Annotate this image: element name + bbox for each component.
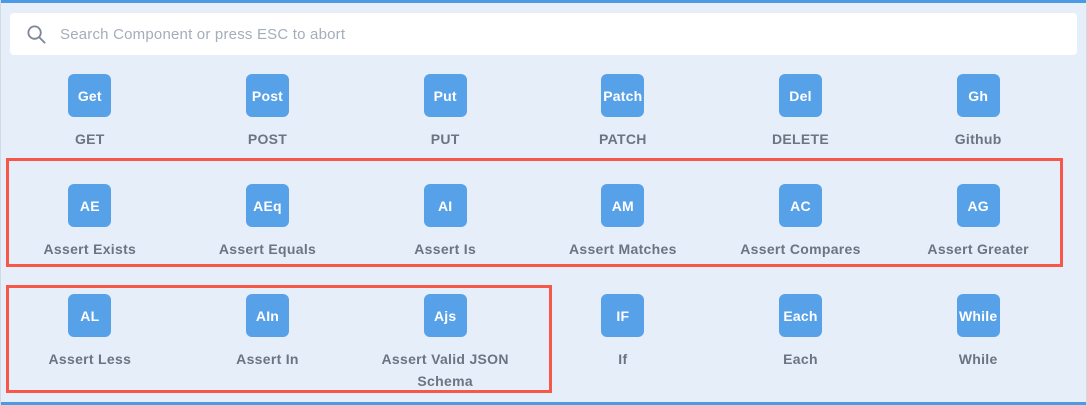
component-tile-put[interactable]: Put bbox=[423, 74, 467, 117]
component-item-assert-equals[interactable]: AEq Assert Equals bbox=[179, 184, 357, 294]
component-tile-assert-in[interactable]: AIn bbox=[245, 294, 289, 337]
component-tile-assert-less[interactable]: AL bbox=[68, 294, 112, 337]
component-tile-assert-compares[interactable]: AC bbox=[778, 184, 822, 227]
component-item-delete[interactable]: Del DELETE bbox=[712, 74, 890, 184]
component-tile-if[interactable]: IF bbox=[601, 294, 645, 337]
top-edge-line bbox=[1, 0, 1086, 3]
component-label: Assert Greater bbox=[927, 241, 1029, 257]
component-item-put[interactable]: Put PUT bbox=[356, 74, 534, 184]
component-label: PATCH bbox=[599, 131, 647, 147]
component-item-while[interactable]: While While bbox=[889, 294, 1067, 404]
component-item-assert-greater[interactable]: AG Assert Greater bbox=[889, 184, 1067, 294]
component-label: Assert Equals bbox=[218, 241, 317, 257]
component-item-assert-matches[interactable]: AM Assert Matches bbox=[534, 184, 712, 294]
component-label: Assert Valid JSON Schema bbox=[381, 351, 509, 390]
component-label: If bbox=[618, 351, 628, 367]
component-tile-assert-is[interactable]: AI bbox=[423, 184, 467, 227]
component-label: DELETE bbox=[771, 131, 829, 147]
component-label: While bbox=[958, 351, 998, 367]
component-label: POST bbox=[247, 131, 288, 147]
search-icon bbox=[27, 25, 46, 44]
component-item-if[interactable]: IF If bbox=[534, 294, 712, 404]
component-label: Each bbox=[783, 351, 818, 367]
component-label: Github bbox=[954, 131, 1002, 147]
component-tile-assert-exists[interactable]: AE bbox=[68, 184, 112, 227]
component-tile-assert-greater[interactable]: AG bbox=[956, 184, 1000, 227]
component-label: Assert Less bbox=[48, 351, 132, 367]
component-item-patch[interactable]: Patch PATCH bbox=[534, 74, 712, 184]
component-tile-github[interactable]: Gh bbox=[956, 74, 1000, 117]
component-label: Assert Compares bbox=[740, 241, 861, 257]
component-tile-assert-equals[interactable]: AEq bbox=[245, 184, 289, 227]
component-tile-each[interactable]: Each bbox=[778, 294, 822, 337]
component-label: Assert Exists bbox=[43, 241, 137, 257]
search-input[interactable] bbox=[60, 25, 1061, 43]
component-item-each[interactable]: Each Each bbox=[712, 294, 890, 404]
component-item-post[interactable]: Post POST bbox=[179, 74, 357, 184]
component-tile-post[interactable]: Post bbox=[245, 74, 289, 117]
component-item-assert-is[interactable]: AI Assert Is bbox=[356, 184, 534, 294]
search-bar[interactable] bbox=[10, 13, 1077, 55]
component-item-assert-exists[interactable]: AE Assert Exists bbox=[1, 184, 179, 294]
component-label: Assert In bbox=[236, 351, 299, 367]
component-grid: Get GET Post POST Put PUT Patch PATCH De… bbox=[1, 74, 1067, 404]
component-label: PUT bbox=[430, 131, 460, 147]
component-label: GET bbox=[74, 131, 105, 147]
component-tile-assert-valid-json-schema[interactable]: Ajs bbox=[423, 294, 467, 337]
component-label: Assert Matches bbox=[568, 241, 677, 257]
component-item-assert-compares[interactable]: AC Assert Compares bbox=[712, 184, 890, 294]
component-item-assert-valid-json-schema[interactable]: Ajs Assert Valid JSON Schema bbox=[356, 294, 534, 404]
component-tile-delete[interactable]: Del bbox=[778, 74, 822, 117]
component-item-github[interactable]: Gh Github bbox=[889, 74, 1067, 184]
component-label: Assert Is bbox=[414, 241, 477, 257]
component-tile-while[interactable]: While bbox=[956, 294, 1000, 337]
component-tile-get[interactable]: Get bbox=[68, 74, 112, 117]
component-tile-patch[interactable]: Patch bbox=[601, 74, 645, 117]
component-item-assert-less[interactable]: AL Assert Less bbox=[1, 294, 179, 404]
component-item-get[interactable]: Get GET bbox=[1, 74, 179, 184]
component-tile-assert-matches[interactable]: AM bbox=[601, 184, 645, 227]
component-item-assert-in[interactable]: AIn Assert In bbox=[179, 294, 357, 404]
bottom-edge-line bbox=[1, 402, 1086, 405]
